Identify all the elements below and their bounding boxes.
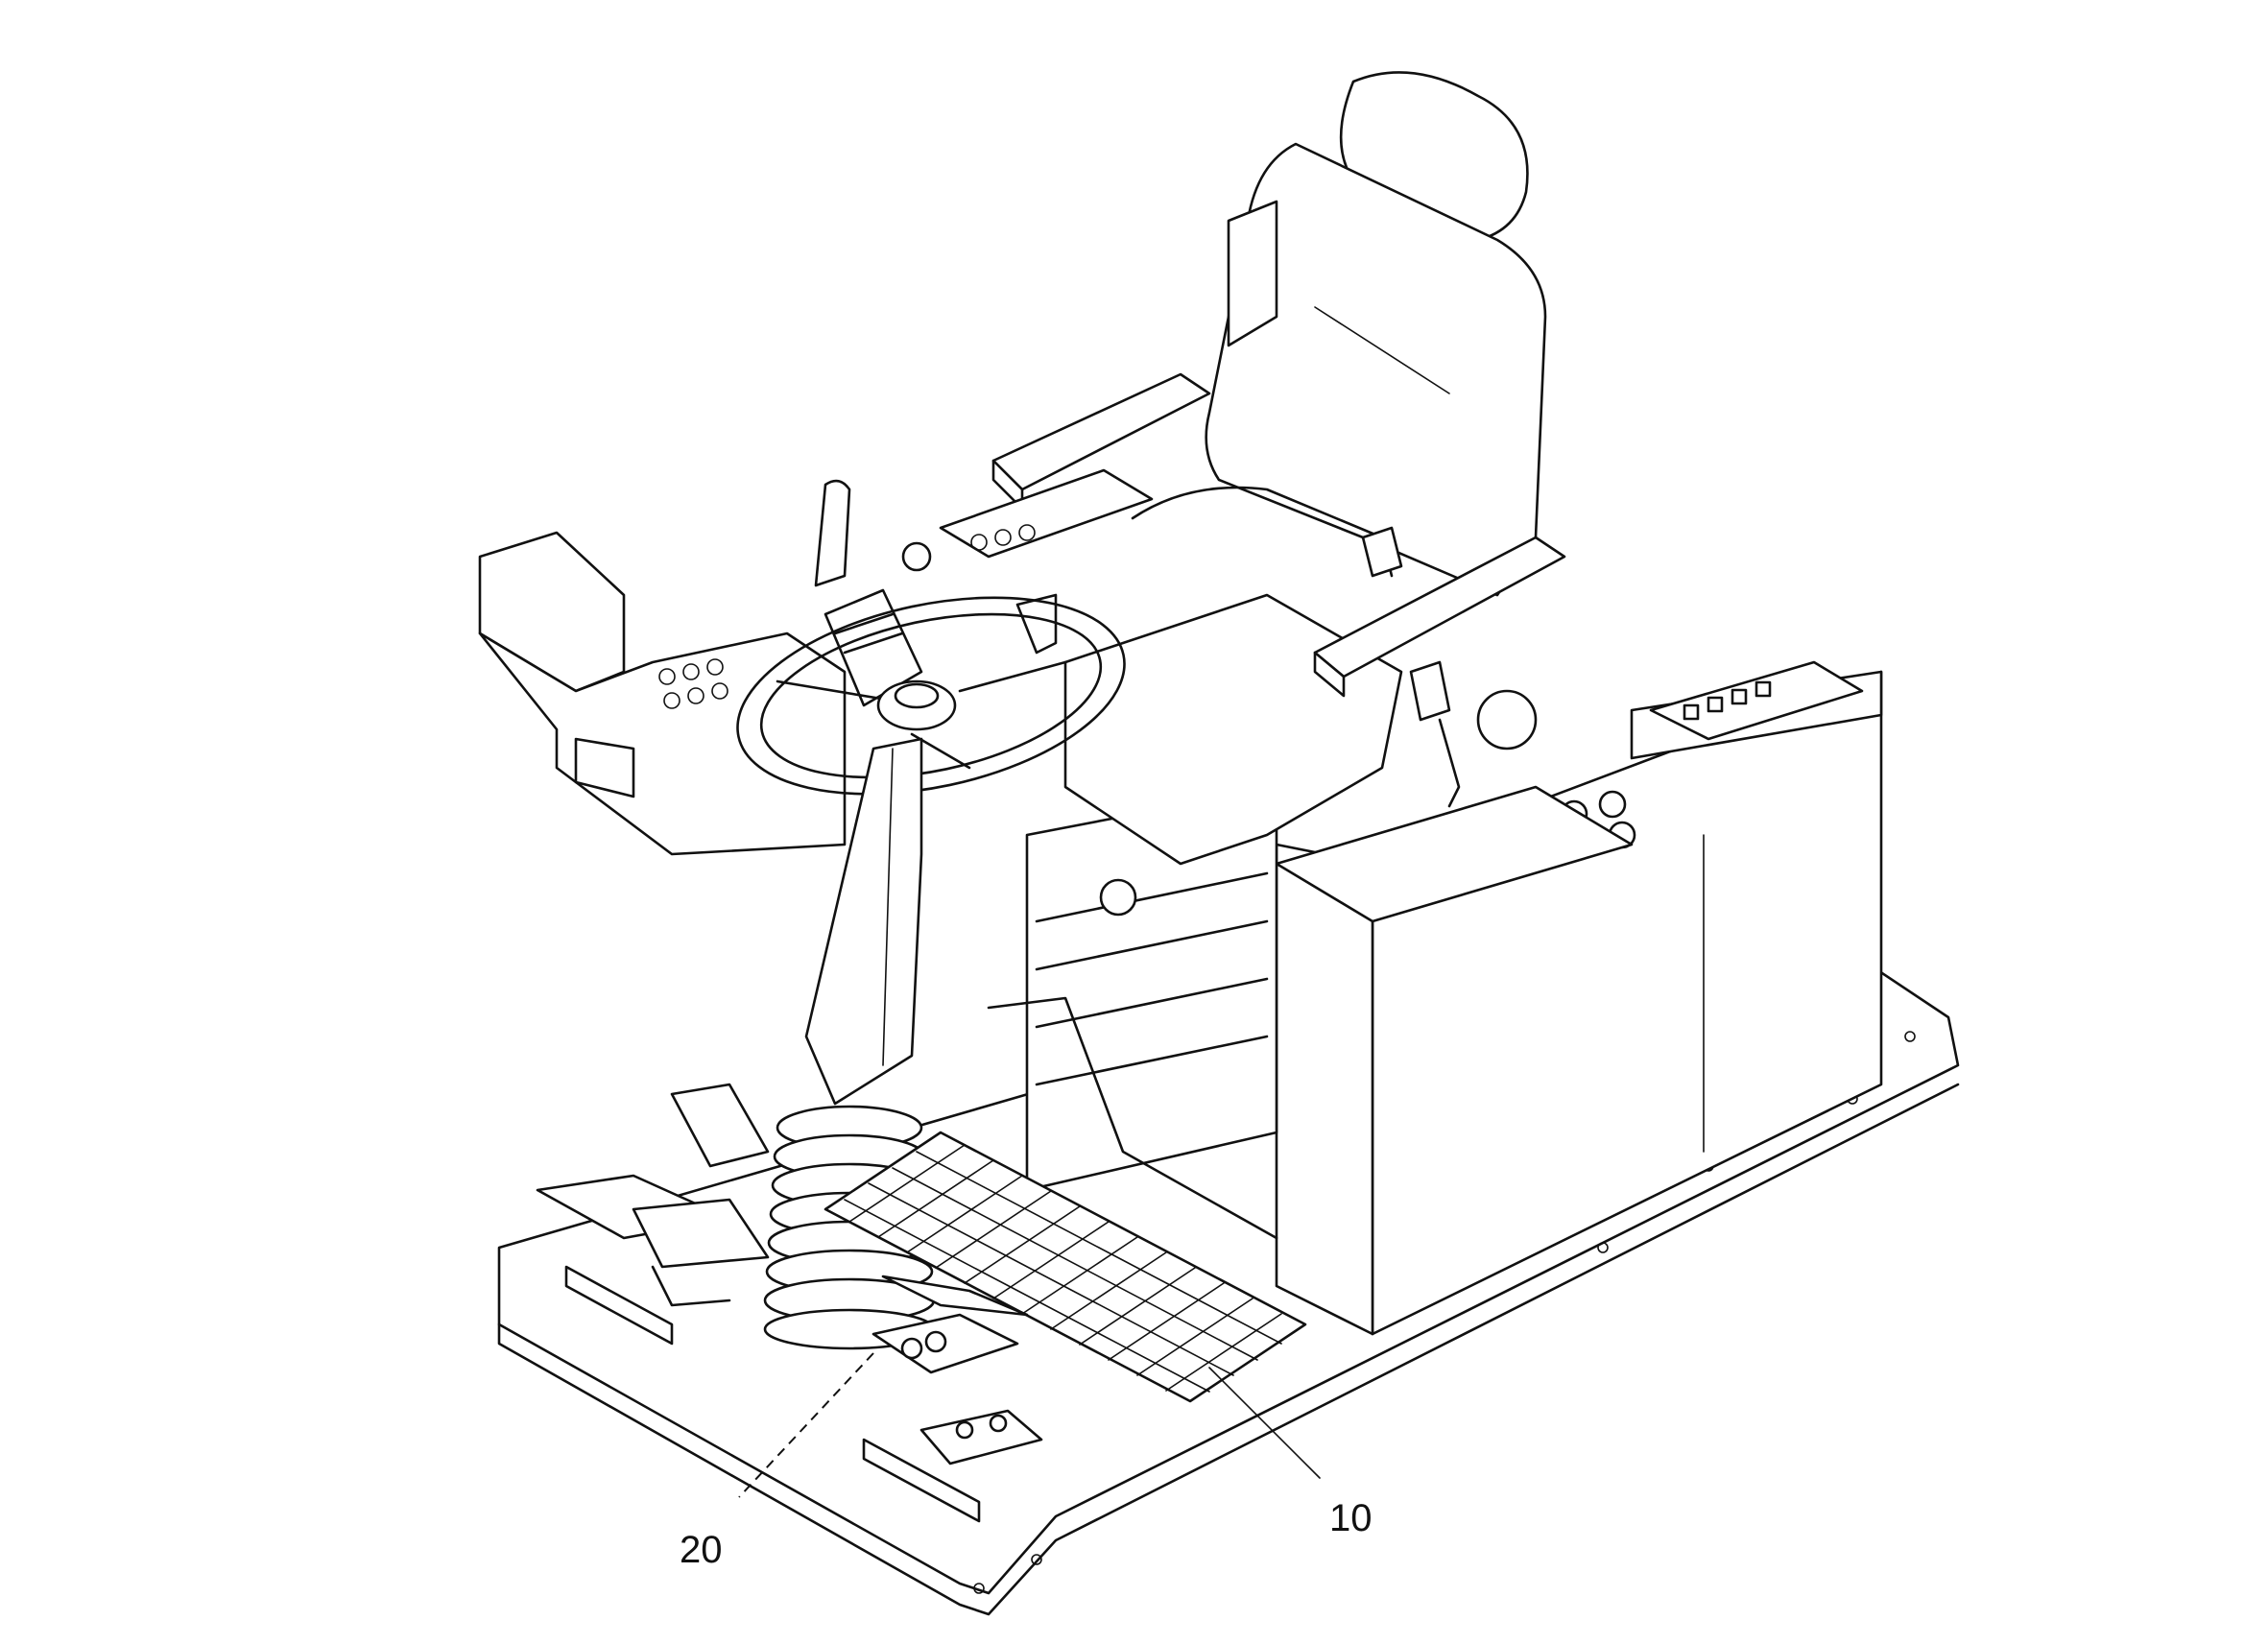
pedal-right bbox=[881, 1275, 1029, 1317]
callout-10: 10 bbox=[1329, 1497, 1373, 1539]
floor-grating-icon bbox=[824, 1131, 1307, 1403]
left-console-keypad bbox=[658, 658, 728, 709]
floor-slot-left bbox=[564, 1265, 674, 1346]
console-switch-panel bbox=[1649, 660, 1864, 741]
mount-plate bbox=[919, 1409, 1043, 1465]
grating-lines bbox=[844, 1144, 1282, 1393]
joystick-icon bbox=[814, 479, 1058, 707]
steering-wheel-icon bbox=[736, 596, 1126, 796]
seat-belt bbox=[1131, 486, 1394, 578]
seat-backrest bbox=[1205, 142, 1547, 597]
seat-base bbox=[987, 785, 1278, 1240]
operator-seat-icon bbox=[991, 71, 1566, 866]
left-console bbox=[478, 468, 1154, 856]
pedal-icon bbox=[536, 1083, 1043, 1465]
callout-leaders bbox=[738, 1352, 1321, 1498]
right-console bbox=[1275, 660, 1883, 1336]
leader-10 bbox=[1208, 1367, 1321, 1479]
seat-adjust-knob bbox=[1476, 689, 1538, 751]
callout-20: 20 bbox=[680, 1529, 723, 1571]
floor-slot-front bbox=[862, 1438, 981, 1523]
leader-20 bbox=[738, 1352, 874, 1498]
